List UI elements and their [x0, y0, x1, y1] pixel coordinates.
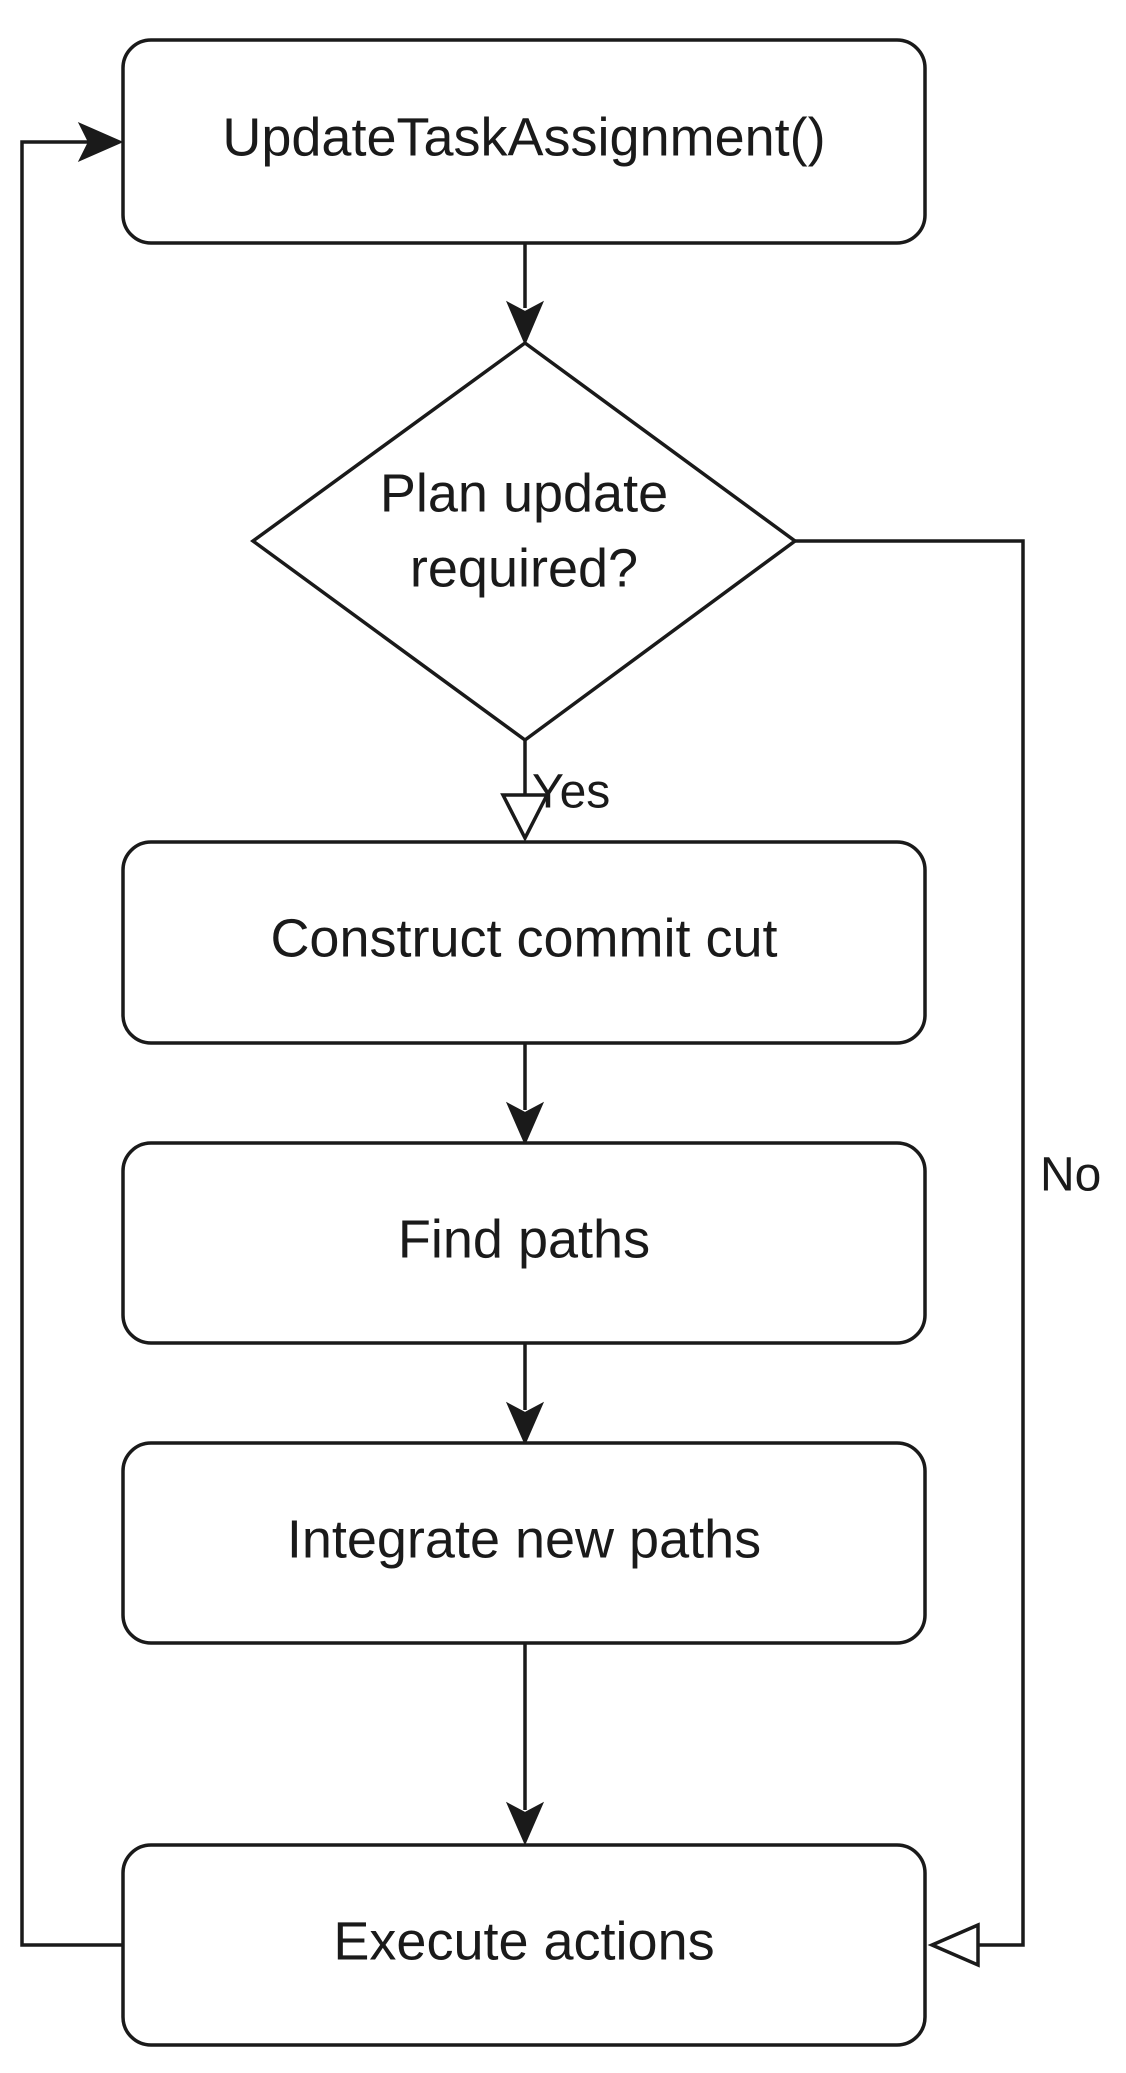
- arrowhead-find: [505, 1101, 545, 1146]
- node-construct-commit-cut: Construct commit cut: [121, 840, 927, 1045]
- no-label: No: [1040, 1149, 1101, 1202]
- arrowhead-decision: [505, 300, 545, 346]
- plan-update-label-line2: required?: [410, 538, 638, 598]
- plan-update-label-line1: Plan update: [380, 463, 668, 523]
- arrowhead-construct-open: [500, 793, 550, 842]
- integrate-new-paths-label: Integrate new paths: [287, 1509, 761, 1569]
- node-update-task-assignment: UpdateTaskAssignment(): [121, 38, 927, 245]
- construct-commit-cut-label: Construct commit cut: [270, 908, 777, 968]
- arrowhead-update: [77, 121, 124, 163]
- node-execute-actions: Execute actions: [121, 1843, 927, 2047]
- execute-actions-label: Execute actions: [333, 1911, 714, 1971]
- node-find-paths: Find paths: [121, 1141, 927, 1345]
- yes-label: Yes: [532, 766, 610, 819]
- find-paths-label: Find paths: [398, 1209, 650, 1269]
- node-integrate-new-paths: Integrate new paths: [121, 1441, 927, 1645]
- node-plan-update-decision: Plan update required?: [250, 340, 798, 743]
- update-task-assignment-label: UpdateTaskAssignment(): [222, 107, 825, 167]
- arrowhead-execute-open: [927, 1922, 980, 1968]
- arrowhead-execute: [505, 1801, 545, 1846]
- arrowhead-integrate: [505, 1401, 545, 1446]
- edge-execute-to-update-loop: [20, 140, 123, 1947]
- edge-decision-to-execute-no: [795, 539, 1025, 1947]
